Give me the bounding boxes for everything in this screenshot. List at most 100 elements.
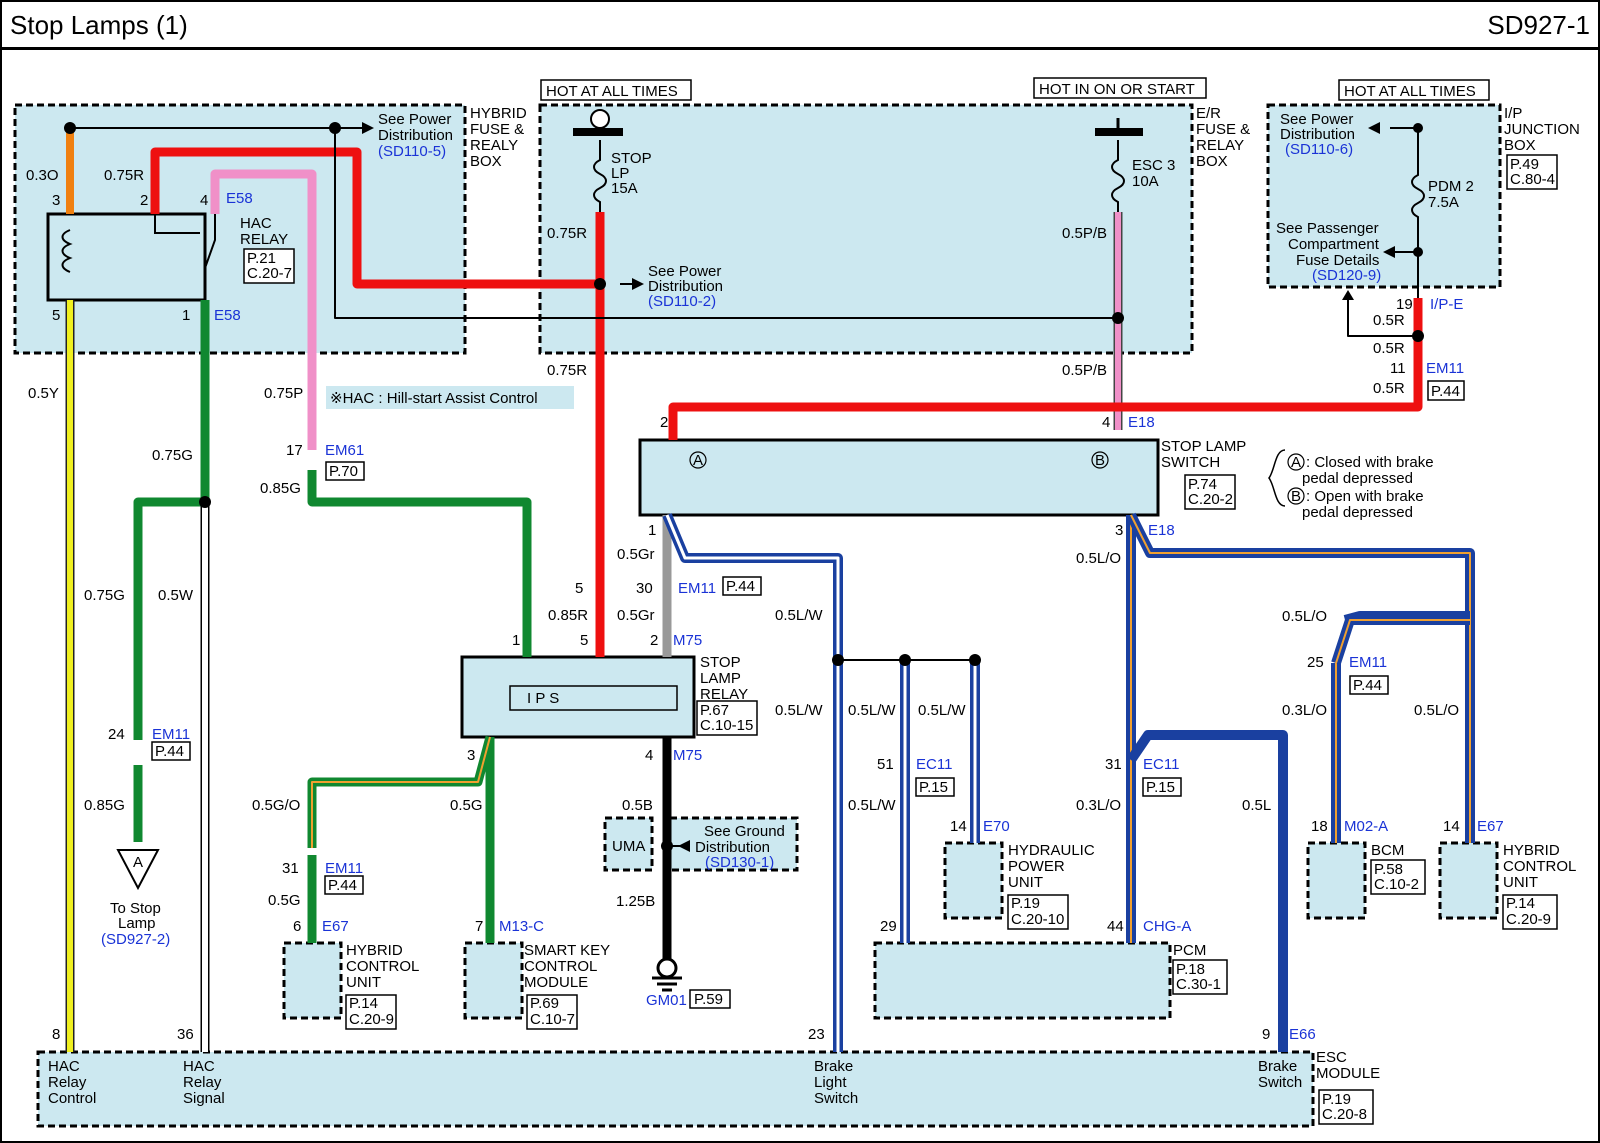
fuse-pdm2-1: PDM 2 bbox=[1428, 178, 1474, 195]
bcm-pin: 18 bbox=[1311, 818, 1328, 835]
ground-ref-3: (SD130-1) bbox=[705, 854, 774, 871]
hot-label-left: HOT AT ALL TIMES bbox=[546, 83, 678, 100]
pin-ec11-31: 31 bbox=[1105, 756, 1122, 773]
hot-label-mid: HOT IN ON OR START bbox=[1039, 81, 1195, 98]
hcu2-conn: E67 bbox=[1477, 818, 1504, 835]
conn-ec11-right: EC11 bbox=[1143, 756, 1179, 773]
relay-label-3: RELAY bbox=[700, 686, 748, 703]
wire-label-1.25B: 1.25B bbox=[616, 893, 655, 910]
hpu-ref-1: P.19 bbox=[1011, 895, 1040, 912]
note-b-line-1: : Open with brake bbox=[1306, 488, 1424, 505]
smk-label-2: CONTROL bbox=[524, 958, 597, 975]
conn-m75-bottom: M75 bbox=[673, 747, 702, 764]
fuse-pdm2-2: 7.5A bbox=[1428, 194, 1459, 211]
hpu-box bbox=[943, 841, 1004, 920]
wire-0.3O: 0.3O bbox=[26, 167, 59, 184]
em11-ref-top: P.44 bbox=[1431, 383, 1460, 400]
pcm-conn: CHG-A bbox=[1143, 918, 1191, 935]
bcm-conn: M02-A bbox=[1344, 818, 1388, 835]
esc-term-1b: Relay bbox=[48, 1074, 87, 1091]
er-box-label-4: BOX bbox=[1196, 153, 1228, 170]
esc-ref-1: P.19 bbox=[1322, 1091, 1351, 1108]
esc-term-3b: Light bbox=[814, 1074, 847, 1091]
hybrid-box-label-4: BOX bbox=[470, 153, 502, 170]
esc-pin-23: 23 bbox=[808, 1026, 825, 1043]
wire-label-0.5LO-c: 0.5L/O bbox=[1414, 702, 1459, 719]
hcu1-conn: E67 bbox=[322, 918, 349, 935]
hybrid-power-ref-3: (SD110-5) bbox=[378, 143, 446, 160]
pcm-ref-1: P.18 bbox=[1176, 961, 1205, 978]
ip-box-label-2: JUNCTION bbox=[1504, 121, 1580, 138]
conn-e58-bottom: E58 bbox=[214, 307, 241, 324]
wire-label-0.5B: 0.5B bbox=[622, 797, 653, 814]
wire-label-0.5L: 0.5L bbox=[1242, 797, 1271, 814]
er-power-ref-1: See Power bbox=[648, 263, 721, 280]
wire-label-0.5LO-b: 0.5L/O bbox=[1282, 608, 1327, 625]
hcu2-ref-1: P.14 bbox=[1506, 895, 1535, 912]
conn-em11-left: EM11 bbox=[152, 726, 190, 743]
hac-relay-ref-2: C.20-7 bbox=[247, 265, 292, 282]
conn-e18-bottom: E18 bbox=[1148, 522, 1175, 539]
pin-em61-17: 17 bbox=[286, 442, 303, 459]
ips-block bbox=[509, 685, 678, 711]
passenger-fuse-ref-2: Compartment bbox=[1288, 236, 1380, 253]
esc-term-2b: Relay bbox=[183, 1074, 222, 1091]
ip-power-ref-1: See Power bbox=[1280, 111, 1353, 128]
pin-relay-2: 2 bbox=[650, 632, 658, 649]
er-power-ref-2: Distribution bbox=[648, 278, 723, 295]
smk-box bbox=[463, 941, 524, 1020]
to-stop-lamp-triangle bbox=[116, 849, 160, 891]
hcu2-label-1: HYBRID bbox=[1503, 842, 1560, 859]
esc-term-4a: Brake bbox=[1258, 1058, 1297, 1075]
switch-a-symbol: A bbox=[693, 452, 703, 469]
switch-b-symbol: B bbox=[1095, 452, 1105, 469]
hcu1-ref-1: P.14 bbox=[349, 995, 378, 1012]
hybrid-box-label-1: HYBRID bbox=[470, 105, 527, 122]
hcu1-label-1: HYBRID bbox=[346, 942, 403, 959]
conn-em11-mid: EM11 bbox=[678, 580, 716, 597]
er-fuse-box bbox=[538, 103, 1194, 355]
pin-relay-4: 4 bbox=[645, 747, 653, 764]
ips-label: I P S bbox=[527, 690, 559, 707]
wire-label-0.5LW-b: 0.5L/W bbox=[775, 702, 823, 719]
note-a-line-1: : Closed with brake bbox=[1306, 454, 1434, 471]
em11-ref-left: P.44 bbox=[155, 743, 184, 760]
wire-label-0.5GO: 0.5G/O bbox=[252, 797, 300, 814]
ground-ref-2: Distribution bbox=[695, 839, 770, 856]
hybrid-box-label-2: FUSE & bbox=[470, 121, 524, 138]
conn-em11-top: EM11 bbox=[1426, 360, 1464, 377]
hcu2-ref-2: C.20-9 bbox=[1506, 911, 1551, 928]
pin-em11-11: 11 bbox=[1390, 360, 1406, 377]
wire-0.5R-1: 0.5R bbox=[1373, 312, 1405, 329]
note-a-symbol: A bbox=[1291, 454, 1301, 471]
conn-e58-top: E58 bbox=[226, 190, 253, 207]
pin-switch-2: 2 bbox=[660, 414, 668, 431]
ip-box-ref-1: P.49 bbox=[1510, 156, 1539, 173]
pin-ec11-51: 51 bbox=[877, 756, 894, 773]
page-title: Stop Lamps (1) bbox=[10, 10, 188, 40]
wire-label-0.85G-a: 0.85G bbox=[260, 480, 301, 497]
hcu2-label-2: CONTROL bbox=[1503, 858, 1576, 875]
hac-note-bg bbox=[326, 386, 574, 409]
hybrid-fuse-box bbox=[13, 103, 467, 355]
switch-label-1: STOP LAMP bbox=[1161, 438, 1246, 455]
hac-note: ※HAC : Hill-start Assist Control bbox=[330, 390, 538, 407]
hpu-ref-2: C.20-10 bbox=[1011, 911, 1064, 928]
hcu2-box bbox=[1438, 841, 1499, 920]
stop-lamp-switch bbox=[638, 438, 1160, 517]
hcu1-box bbox=[282, 941, 343, 1020]
smk-conn: M13-C bbox=[499, 918, 544, 935]
pin-relay-5: 5 bbox=[580, 632, 588, 649]
esc-term-2a: HAC bbox=[183, 1058, 215, 1075]
wire-label-0.5G-b: 0.5G bbox=[268, 892, 301, 909]
esc-ref-2: C.20-8 bbox=[1322, 1106, 1367, 1123]
fuse-esc3-1: ESC 3 bbox=[1132, 157, 1175, 174]
wire-label-0.5Gr-a: 0.5Gr bbox=[617, 546, 655, 563]
switch-ref-1: P.74 bbox=[1188, 476, 1217, 493]
switch-ref-2: C.20-2 bbox=[1188, 491, 1233, 508]
ip-junction-box bbox=[1266, 103, 1502, 289]
pcm-pin-29: 29 bbox=[880, 918, 897, 935]
smk-ref-2: C.10-7 bbox=[530, 1011, 575, 1028]
to-stop-lamp-1: To Stop bbox=[110, 900, 161, 917]
wire-label-0.5G-a: 0.5G bbox=[450, 797, 483, 814]
